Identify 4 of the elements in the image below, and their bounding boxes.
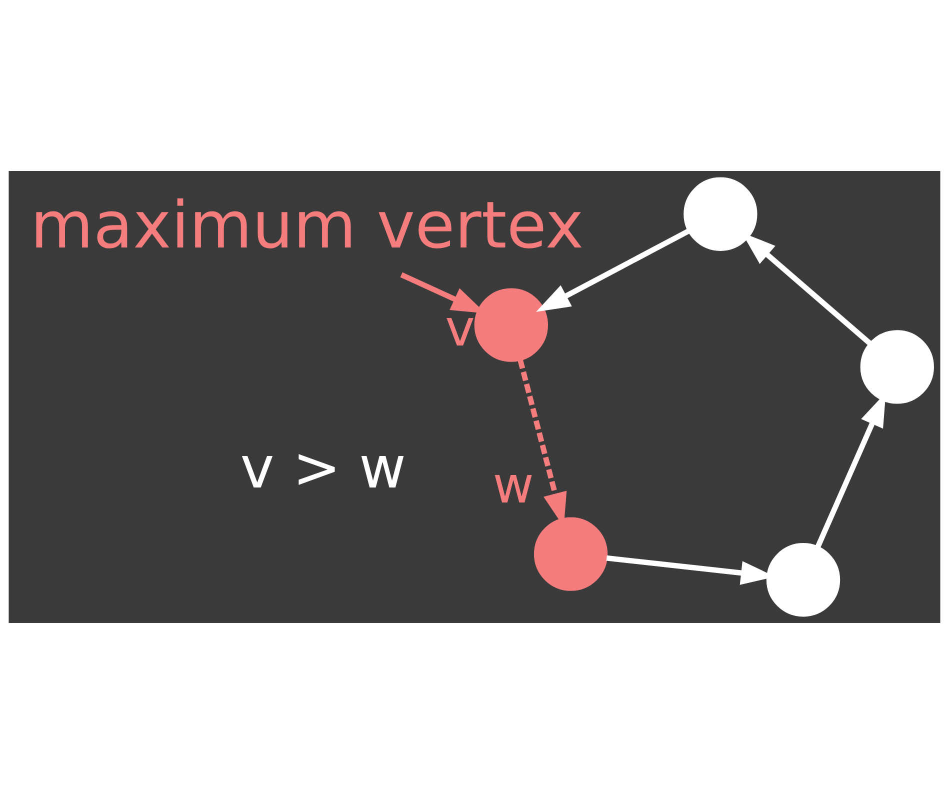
node-text: maximum vertex xyxy=(30,188,584,263)
label: v > w xyxy=(240,434,406,502)
node-label: v xyxy=(445,298,475,358)
node-label: w xyxy=(492,455,534,514)
